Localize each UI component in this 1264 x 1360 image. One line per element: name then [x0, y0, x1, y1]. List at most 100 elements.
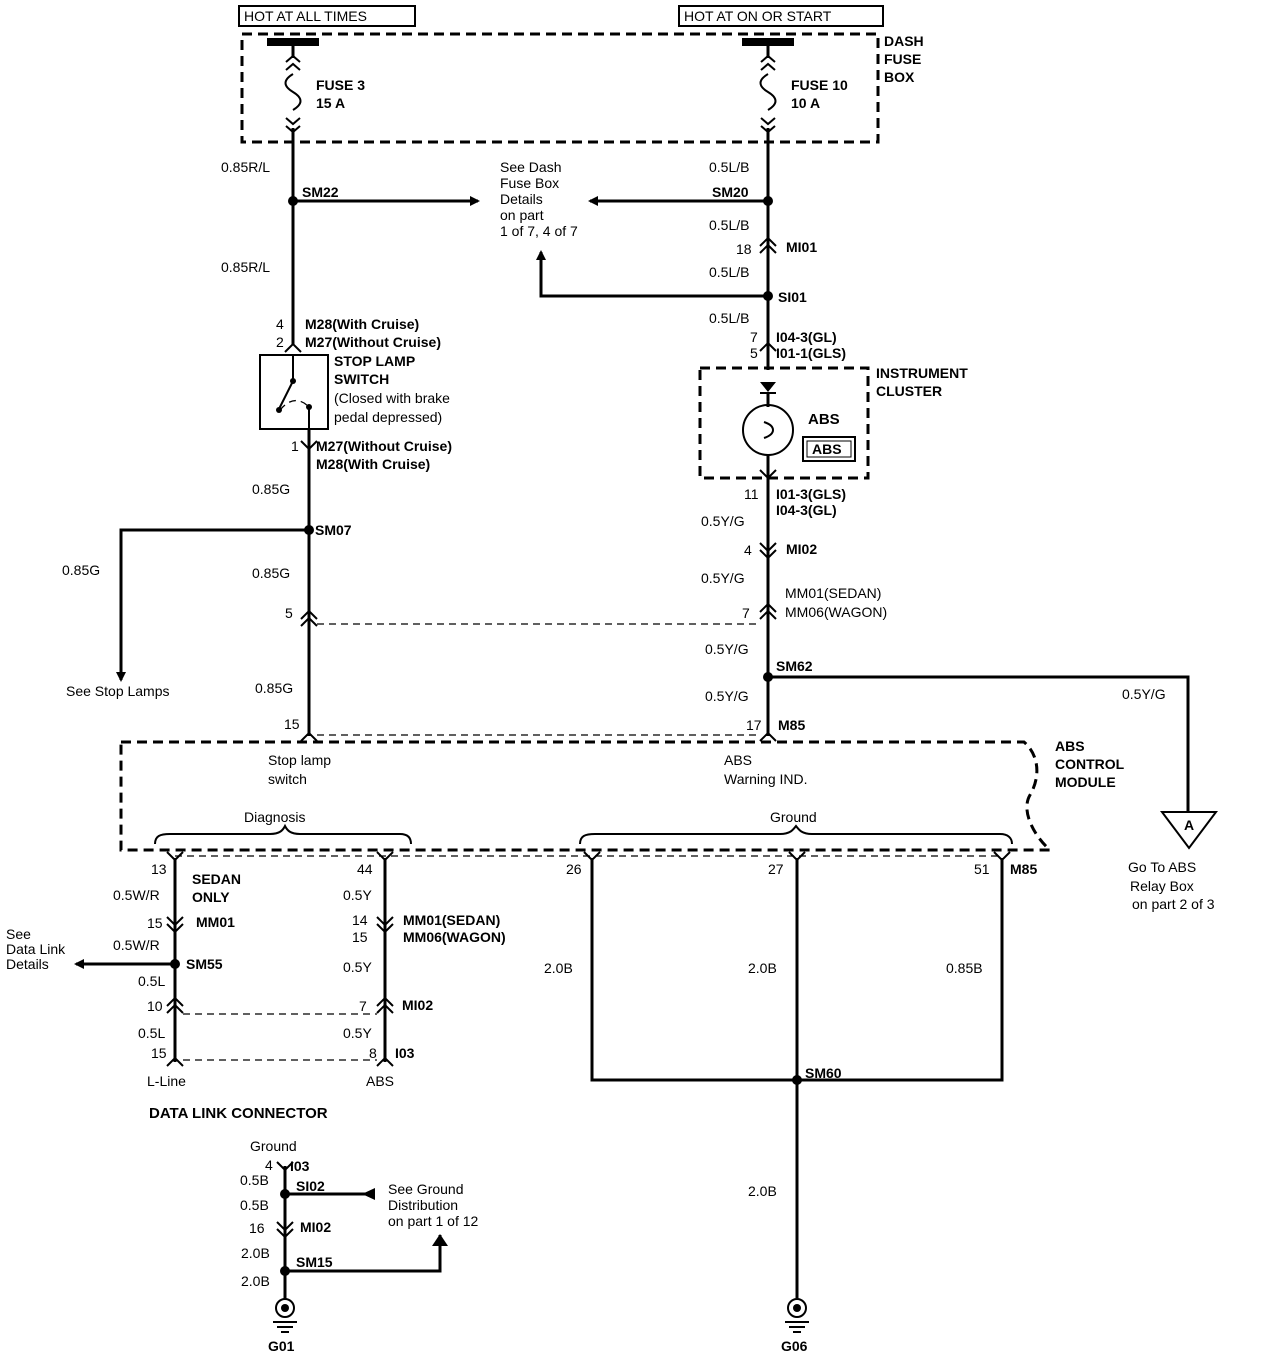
wire-label: 2.0B [241, 1273, 270, 1289]
data-link-note: See [6, 926, 31, 942]
wire-label: 0.5Y/G [1122, 686, 1166, 702]
connector-mi02-right [376, 996, 394, 1014]
pin-number: 8 [369, 1045, 377, 1061]
abs-module-label: CONTROL [1055, 756, 1125, 772]
wire-to-abs-relay [768, 675, 1190, 812]
abs-warning-lamp-icon [742, 404, 794, 456]
dash-fuse-note: See Dash [500, 159, 561, 175]
dash-fuse-note: on part [500, 207, 544, 223]
connector-label: M85 [778, 717, 805, 733]
ground-dist-note: Distribution [388, 1197, 458, 1213]
pin-number: 7 [742, 605, 750, 621]
wire-label: 2.0B [748, 1183, 777, 1199]
dash-fuse-note: Details [500, 191, 543, 207]
wire-label: 0.5L [138, 1025, 165, 1041]
splice-label: SI02 [296, 1178, 325, 1194]
pin-number: 7 [359, 998, 367, 1014]
wire-label: 0.85R/L [221, 259, 270, 275]
splice-label: SI01 [778, 289, 807, 305]
sedan-only-label: SEDAN [192, 871, 241, 887]
connector-label: I03 [290, 1158, 310, 1174]
pin-number: 18 [736, 241, 752, 257]
stop-lamp-switch-label: STOP LAMP [334, 353, 415, 369]
ground-brace [579, 824, 1013, 845]
dash-fuse-note: Fuse Box [500, 175, 559, 191]
abs-indicator-text: ABS [812, 441, 842, 457]
abs-relay-note: Go To ABS [1128, 859, 1196, 875]
wire-label: 0.85G [255, 680, 293, 696]
connector-label: MM01(SEDAN) [403, 912, 500, 928]
hot-at-on-or-start-label: HOT AT ON OR START [678, 5, 884, 27]
ground-g01-label: G01 [268, 1338, 295, 1354]
connector-label: MI02 [786, 541, 817, 557]
connector-label: MM06(WAGON) [403, 929, 506, 945]
abs-pin-label: ABS [366, 1073, 394, 1089]
wire-label: 0.5Y/G [705, 688, 749, 704]
data-link-note: Details [6, 956, 49, 972]
splice-sm60 [792, 1075, 802, 1085]
wire-label: 0.5Y/G [701, 513, 745, 529]
module-input-label: Stop lamp [268, 752, 331, 768]
connector-mi01 [759, 236, 777, 254]
abs-module-label: ABS [1055, 738, 1085, 754]
connector-label: I04-3(GL) [776, 329, 837, 345]
connector-label: I03 [395, 1045, 415, 1061]
instrument-cluster-label: INSTRUMENT [876, 365, 968, 381]
module-input-label: ABS [724, 752, 752, 768]
connector-i04-i01 [759, 341, 777, 352]
wire-label: 0.85G [62, 562, 100, 578]
pin-number: 26 [566, 861, 582, 877]
wire-label: 0.85R/L [221, 159, 270, 175]
wire-label: 0.85G [252, 565, 290, 581]
connector-mm01-dl [166, 916, 184, 934]
dash-fuse-box-label: FUSE [884, 51, 921, 67]
abs-lamp-label: ABS [808, 411, 840, 428]
abs-module-label: MODULE [1055, 774, 1116, 790]
connector-label: MM01(SEDAN) [785, 585, 881, 601]
splice-label: SM55 [186, 956, 223, 972]
sedan-only-label: ONLY [192, 889, 230, 905]
pin-number: 17 [746, 717, 762, 733]
stop-lamps-note: See Stop Lamps [66, 683, 170, 699]
pin-number: 15 [147, 915, 163, 931]
pin-number: 4 [276, 316, 284, 332]
connector-mm01-left [300, 609, 318, 627]
connector-label: I01-3(GLS) [776, 486, 846, 502]
diagnosis-label: Diagnosis [244, 809, 305, 825]
connector-mi02 [759, 542, 777, 560]
wire-label: 0.5Y/G [701, 570, 745, 586]
connector-label: M28(With Cruise) [316, 456, 430, 472]
wire-label: 0.85G [252, 481, 290, 497]
pin-number: 16 [249, 1220, 265, 1236]
connector-label: M85 [1010, 861, 1037, 877]
pin-number: 2 [276, 334, 284, 350]
connector-label: M27(Without Cruise) [316, 438, 452, 454]
splice-sm15 [280, 1266, 290, 1276]
pin-number: 4 [744, 542, 752, 558]
wire-to-stop-lamps [116, 528, 309, 682]
pin-number: 1 [291, 438, 299, 454]
wire-label: 0.5Y [343, 959, 372, 975]
wire-label: 0.5L/B [709, 217, 749, 233]
wire-label: 0.5Y [343, 1025, 372, 1041]
wire-si01-to-fuse-details [536, 250, 768, 298]
wire-label: 0.5Y [343, 887, 372, 903]
stop-lamp-note: pedal depressed) [334, 409, 442, 425]
pin-number: 15 [284, 716, 300, 732]
wire-label: 0.5L/B [709, 159, 749, 175]
splice-label: SM07 [315, 522, 352, 538]
ground-g06-icon [785, 1298, 809, 1333]
dash-fuse-box-outline [240, 32, 880, 144]
l-line-label: L-Line [147, 1073, 186, 1089]
splice-label: SM20 [712, 184, 749, 200]
pin-number: 15 [151, 1045, 167, 1061]
wire-label: 0.5W/R [113, 887, 160, 903]
ground-group-label: Ground [770, 809, 817, 825]
splice-label: SM60 [805, 1065, 842, 1081]
abs-relay-note: on part 2 of 3 [1132, 896, 1215, 912]
offpage-connector-a-icon [1160, 811, 1218, 850]
ground-top-label: Ground [250, 1138, 297, 1154]
hot-at-all-times-label: HOT AT ALL TIMES [238, 5, 416, 27]
dash-fuse-box-label: DASH [884, 33, 924, 49]
